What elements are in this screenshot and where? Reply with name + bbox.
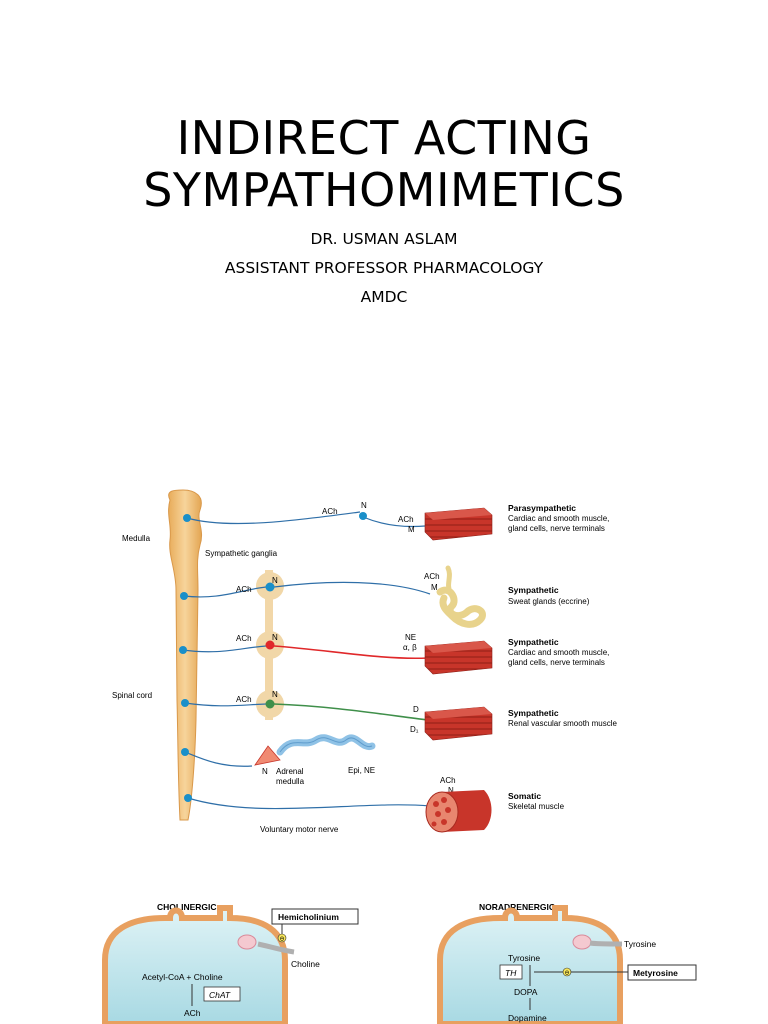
- dopa-label: DOPA: [514, 987, 538, 997]
- sympathetic-postganglionic-nerve-3: [273, 645, 429, 660]
- parasympathetic-preganglionic-nerve: [186, 511, 361, 525]
- parasympathetic-postganglionic-nerve: [362, 516, 426, 528]
- hemicholinium-box: [271, 908, 359, 925]
- sympathetic-preganglionic-nerve-3: [182, 645, 267, 653]
- title-line-2: SYMPATHOMIMETICS: [143, 163, 625, 217]
- ganglion-node: [359, 512, 367, 520]
- row3-title: Sympathetic: [508, 637, 559, 647]
- voluntary-motor-nerve: [187, 797, 431, 810]
- spinal-cord-label: Spinal cord: [112, 691, 152, 700]
- acetyl-coa-reaction: Acetyl-CoA + Choline: [142, 972, 223, 982]
- sympathetic-preganglionic-nerve-4: [184, 702, 267, 707]
- chat-label: ChAT: [209, 990, 231, 1000]
- cholinergic-terminal: [102, 905, 288, 1024]
- row3-post-receptor: α, β: [403, 643, 417, 652]
- row2-line1: Sweat glands (eccrine): [508, 597, 590, 606]
- row2-pre-nt: ACh: [236, 585, 252, 594]
- slide-title: INDIRECT ACTING SYMPATHOMIMETICS: [0, 112, 768, 216]
- inhibit-symbol: ⊖: [565, 971, 570, 977]
- cord-node: [181, 699, 189, 707]
- row5-receptor: N: [262, 767, 268, 776]
- cord-node: [184, 794, 192, 802]
- row2-receptor: N: [272, 576, 278, 585]
- metyrosine-label: Metyrosine: [633, 968, 678, 978]
- dopamine-label: Dopamine: [508, 1013, 547, 1023]
- th-label: TH: [505, 968, 517, 978]
- sympathetic-preganglionic-nerve-2: [183, 586, 267, 598]
- row3-receptor: N: [272, 633, 278, 642]
- sweat-gland: [436, 565, 486, 628]
- cholinergic-heading: CHOLINERGIC: [157, 902, 217, 912]
- voluntary-motor-nerve-label: Voluntary motor nerve: [260, 825, 339, 834]
- medulla-label: Medulla: [122, 534, 151, 543]
- adrenal-preganglionic-nerve: [184, 751, 253, 767]
- metyrosine-box: [627, 964, 697, 981]
- noradrenergic-heading: NORADRENERGIC: [479, 902, 555, 912]
- author-name: DR. USMAN ASLAM: [310, 230, 458, 248]
- row4-pre-nt: ACh: [236, 695, 252, 704]
- row4-title: Sympathetic: [508, 708, 559, 718]
- cord-node: [183, 514, 191, 522]
- hemicholinium-label: Hemicholinium: [278, 912, 339, 922]
- institution: AMDC: [360, 288, 408, 306]
- row6-line1: Skeletal muscle: [508, 802, 565, 811]
- row3-line1: Cardiac and smooth muscle,: [508, 648, 609, 657]
- spinal-cord: [168, 489, 203, 821]
- row3-post-nt: NE: [405, 633, 416, 642]
- cord-node: [181, 748, 189, 756]
- row1-line2: gland cells, nerve terminals: [508, 524, 605, 533]
- th-box: [499, 964, 523, 980]
- row4-line1: Renal vascular smooth muscle: [508, 719, 617, 728]
- ganglion-node: [265, 582, 275, 592]
- sympathetic-postganglionic-nerve-4: [273, 703, 429, 721]
- adrenal-medulla-label-2: medulla: [276, 777, 305, 786]
- row2-post-nt: ACh: [424, 572, 440, 581]
- tyrosine-uptake-arrow: [589, 940, 623, 947]
- cord-node: [180, 592, 188, 600]
- row4-post-receptor: D₁: [410, 725, 419, 734]
- title-line-1: INDIRECT ACTING: [176, 111, 592, 165]
- row5-output: Epi, NE: [348, 766, 375, 775]
- row6-title: Somatic: [508, 791, 541, 801]
- choline-uptake-arrow: [257, 941, 295, 955]
- row2-title: Sympathetic: [508, 585, 559, 595]
- sympathetic-postganglionic-nerve-2: [273, 581, 431, 595]
- ganglion-node: [265, 640, 275, 650]
- row6-post-receptor: N: [448, 786, 454, 795]
- ach-label: ACh: [184, 1008, 201, 1018]
- sympathetic-ganglia-label: Sympathetic ganglia: [205, 549, 278, 558]
- adrenal-medulla: [254, 734, 376, 766]
- choline-label: Choline: [291, 959, 320, 969]
- renal-vascular-smooth-muscle: [424, 706, 493, 741]
- row4-receptor: N: [272, 690, 278, 699]
- row1-pre-nt: ACh: [322, 507, 338, 516]
- row6-post-nt: ACh: [440, 776, 456, 785]
- cardiac-smooth-muscle-1: [424, 507, 493, 541]
- cord-node: [179, 646, 187, 654]
- row1-title: Parasympathetic: [508, 503, 576, 513]
- row2-post-receptor: M: [431, 583, 438, 592]
- author-position: ASSISTANT PROFESSOR PHARMACOLOGY: [224, 259, 544, 277]
- inhibit-symbol: ⊖: [280, 937, 285, 943]
- row1-post-nt: ACh: [398, 515, 414, 524]
- inhibit-icon: [277, 933, 287, 943]
- adrenal-medulla-label-1: Adrenal: [276, 767, 304, 776]
- inhibit-icon: [562, 967, 572, 977]
- skeletal-muscle: [425, 790, 492, 833]
- row1-line1: Cardiac and smooth muscle,: [508, 514, 609, 523]
- tyrosine-inner-label: Tyrosine: [508, 953, 540, 963]
- row3-pre-nt: ACh: [236, 634, 252, 643]
- row1-receptor: N: [361, 501, 367, 510]
- chat-box: [203, 986, 241, 1002]
- cardiac-smooth-muscle-3: [424, 640, 493, 675]
- row3-line2: gland cells, nerve terminals: [508, 658, 605, 667]
- tyrosine-outer-label: Tyrosine: [624, 939, 656, 949]
- row1-post-receptor: M: [408, 525, 415, 534]
- ganglion-node: [265, 699, 275, 709]
- row4-post-nt: D: [413, 705, 419, 714]
